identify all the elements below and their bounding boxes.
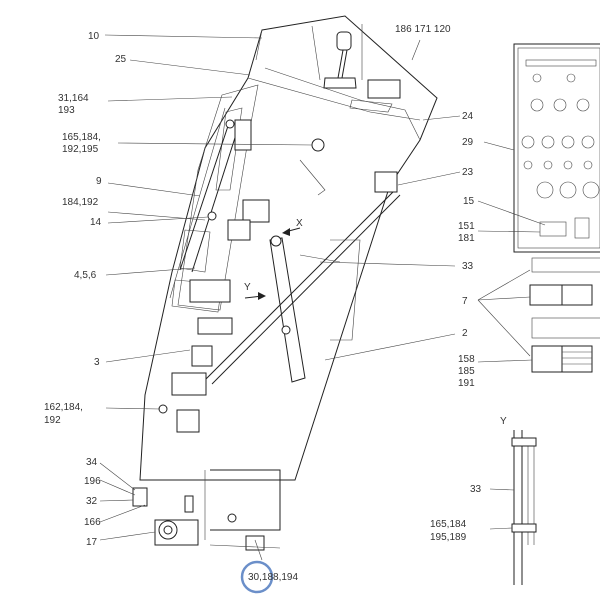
joystick-handle: [311, 24, 363, 89]
callout-31-164: 31,164: [58, 93, 89, 104]
callout-33: 33: [462, 261, 474, 272]
callout-25: 25: [115, 54, 127, 65]
control-panel-view: [513, 43, 600, 373]
main-panel-assembly: [132, 15, 438, 551]
callout-34: 34: [86, 457, 98, 468]
callout-193: 193: [58, 105, 75, 116]
callout-191: 191: [458, 378, 475, 389]
callout-186-171-120: 186 171 120: [395, 24, 451, 35]
callout-162-184: 162,184,: [44, 402, 83, 413]
callout-4-5-6: 4,5,6: [74, 270, 97, 281]
callout-labels: 10 25 31,164 193 165,184, 192,195 9 184,…: [44, 24, 507, 583]
callout-2: 2: [462, 328, 468, 339]
callout-30-188-194: 30,188,194: [248, 572, 298, 583]
callout-195-189: 195,189: [430, 532, 467, 543]
callout-165-184-y: 165,184: [430, 519, 467, 530]
callout-14: 14: [90, 217, 102, 228]
leader-lines: [99, 34, 546, 561]
callout-3: 3: [94, 357, 100, 368]
callout-166: 166: [84, 517, 101, 528]
callout-184-192: 184,192: [62, 197, 99, 208]
view-direction-arrows: [244, 227, 301, 300]
view-marker-x: X: [296, 218, 303, 229]
callout-151: 151: [458, 221, 475, 232]
view-marker-y: Y: [244, 282, 251, 293]
callout-185: 185: [458, 366, 475, 377]
callout-32: 32: [86, 496, 98, 507]
callout-165-184: 165,184,: [62, 132, 101, 143]
callout-33-y: 33: [470, 484, 482, 495]
section-y-title: Y: [500, 416, 507, 427]
callout-9: 9: [96, 176, 102, 187]
callout-10: 10: [88, 31, 100, 42]
highlight-circle: [240, 560, 274, 594]
callout-29: 29: [462, 137, 474, 148]
callout-17: 17: [86, 537, 98, 548]
callout-196: 196: [84, 476, 101, 487]
callout-15: 15: [463, 196, 475, 207]
callout-24: 24: [462, 111, 474, 122]
callout-7: 7: [462, 296, 468, 307]
callout-192: 192: [44, 415, 61, 426]
callout-192-195: 192,195: [62, 144, 99, 155]
callout-23: 23: [462, 167, 474, 178]
callout-158: 158: [458, 354, 475, 365]
callout-181: 181: [458, 233, 475, 244]
section-y-view: [511, 430, 537, 585]
